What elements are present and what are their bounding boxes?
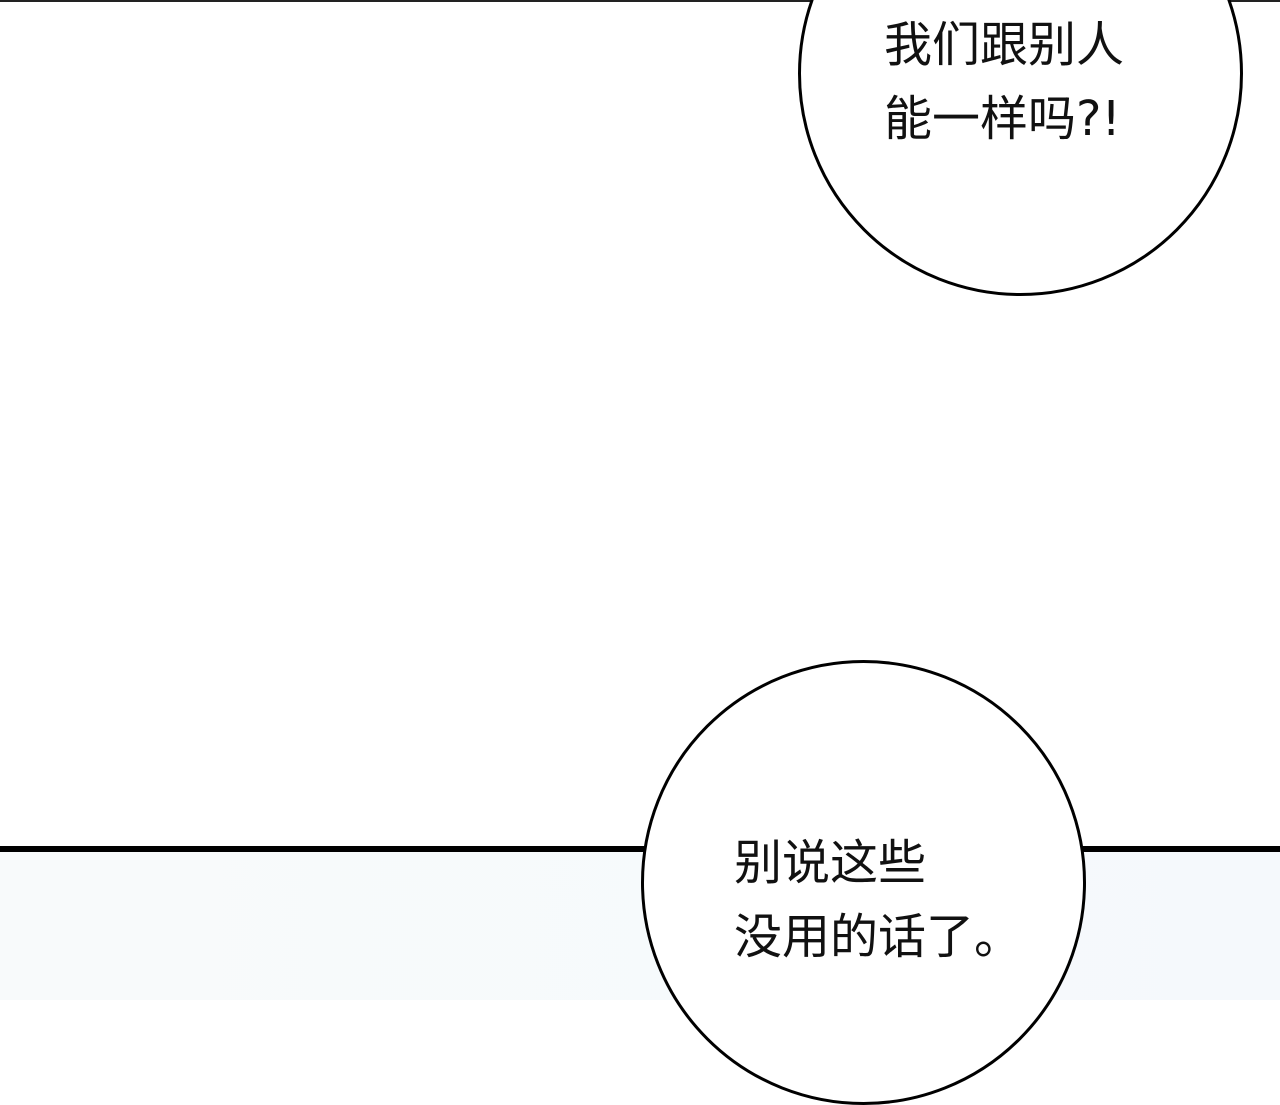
speech-line: 没用的话了。 xyxy=(734,909,1023,965)
speech-line: 别说这些 xyxy=(734,835,927,891)
speech-text-top: 我们跟别人 能一样吗?! xyxy=(884,8,1124,156)
speech-line: 我们跟别人 xyxy=(884,17,1125,73)
lower-panel xyxy=(0,846,1280,1000)
panel-top-border xyxy=(0,0,1280,2)
speech-text-bottom: 别说这些 没用的话了。 xyxy=(734,826,1022,974)
speech-line: 能一样吗?! xyxy=(884,91,1121,147)
